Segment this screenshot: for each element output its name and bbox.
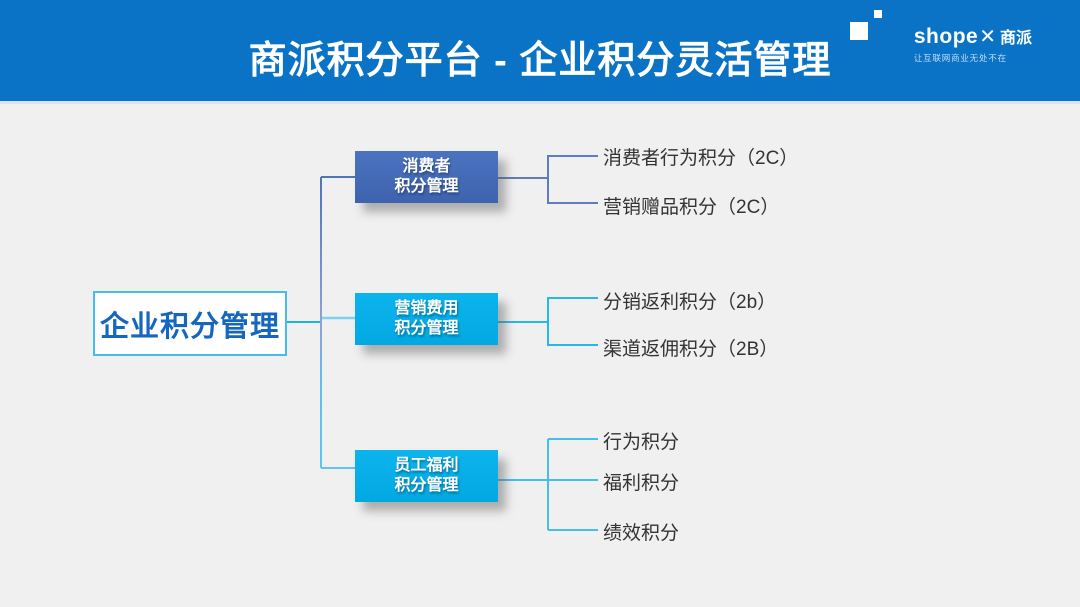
leaf-consumer-behavior-points: 消费者行为积分（2C） [603, 148, 799, 169]
leaf-distribution-rebate-points: 分销返利积分（2b） [603, 292, 777, 313]
shopex-logo-chinese: 商派 [999, 30, 1032, 47]
branch-node-marketing-expense-points: 营销费用 积分管理 [355, 293, 498, 345]
page-title: 商派积分平台 - 企业积分灵活管理 [248, 40, 832, 82]
shopex-x-icon: ✕ [979, 26, 996, 48]
leaf-performance-points: 绩效积分 [603, 523, 680, 544]
shopex-logo-text: shope [913, 25, 979, 48]
header-bar: 商派积分平台 - 企业积分灵活管理 shope ✕ 商派 让互联网商业无处不在 [0, 0, 1080, 101]
shopex-tagline: 让互联网商业无处不在 [913, 53, 1007, 63]
shopex-logo-wordmark: shope ✕ 商派 [914, 24, 1032, 49]
header-divider [0, 101, 1080, 104]
leaf-channel-commission-points: 渠道返佣积分（2B） [603, 339, 779, 360]
leaf-welfare-points: 福利积分 [603, 473, 680, 494]
shopex-logo: shope ✕ 商派 让互联网商业无处不在 [914, 24, 1032, 64]
deco-square-small [874, 10, 882, 18]
branch-node-label: 营销费用 积分管理 [394, 300, 459, 337]
deco-square-large [850, 22, 868, 40]
branch-node-consumer-points: 消费者 积分管理 [355, 151, 498, 203]
leaf-marketing-gift-points: 营销赠品积分（2C） [603, 197, 780, 218]
branch-node-employee-welfare-points: 员工福利 积分管理 [355, 450, 498, 502]
branch-node-label: 员工福利 积分管理 [394, 457, 459, 494]
branch-node-label: 消费者 积分管理 [394, 158, 459, 195]
root-node-enterprise-points: 企业积分管理 [93, 291, 287, 356]
leaf-behavior-points: 行为积分 [603, 432, 680, 453]
